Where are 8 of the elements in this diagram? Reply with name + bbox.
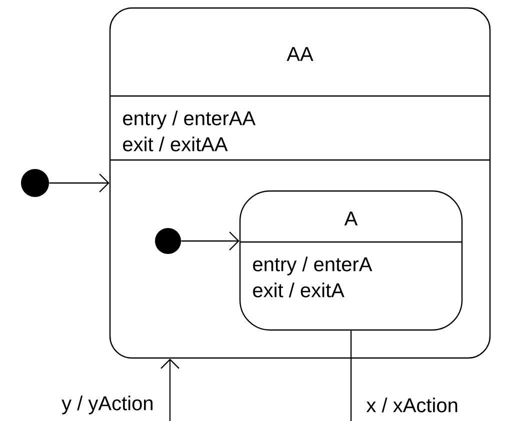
edge-label: y / yAction	[62, 396, 152, 414]
state-box: A entry / enterA exit / exitA	[239, 190, 463, 331]
transition-arrow	[181, 232, 240, 250]
transition-arrow	[49, 174, 110, 192]
transition-arrow	[160, 358, 180, 421]
initial-state-dot	[21, 169, 49, 197]
edge-label: x / xAction	[366, 398, 458, 412]
initial-state-dot	[155, 228, 181, 254]
